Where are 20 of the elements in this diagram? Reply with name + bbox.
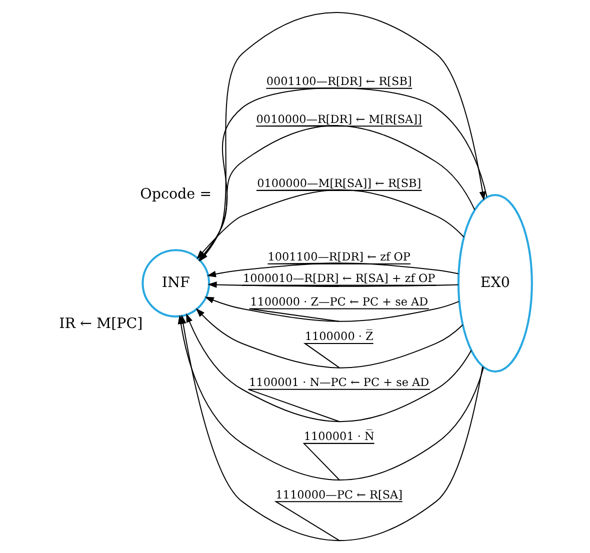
arrow	[196, 189, 464, 260]
edge-label: 1001100—R[DR] ← zf OP	[267, 250, 410, 264]
arrow	[186, 313, 472, 422]
edge-label: 0001100—R[DR] ← R[SB]	[266, 75, 412, 88]
arrow	[204, 296, 459, 322]
edge-label: 1110000—PC ← R[SA]	[275, 488, 402, 502]
arrow	[206, 262, 458, 278]
node-ellipse: EX0	[456, 194, 532, 373]
edge-label: 1000010—R[DR] ← R[SA] + zf OP	[242, 272, 435, 286]
arrow	[179, 314, 483, 541]
node-label: IR ← M[PC]	[58, 316, 142, 332]
edge-label: 1100000 · Z̅	[304, 330, 373, 344]
label: Opcode =	[140, 186, 212, 202]
edge-label: 1100000 · Z—PC ← PC + se AD	[250, 296, 428, 309]
arrow	[207, 282, 458, 288]
edge-label: 1100001 · N—PC ← PC + se AD	[248, 376, 429, 390]
edge-label: 0100000—M[R[SA]] ← R[SB]	[256, 177, 421, 190]
edge-label: 0010000—R[DR] ← M[R[SA]]	[256, 112, 422, 126]
edge-label: 1100001 · N̅	[303, 430, 374, 444]
arrow	[195, 308, 463, 368]
